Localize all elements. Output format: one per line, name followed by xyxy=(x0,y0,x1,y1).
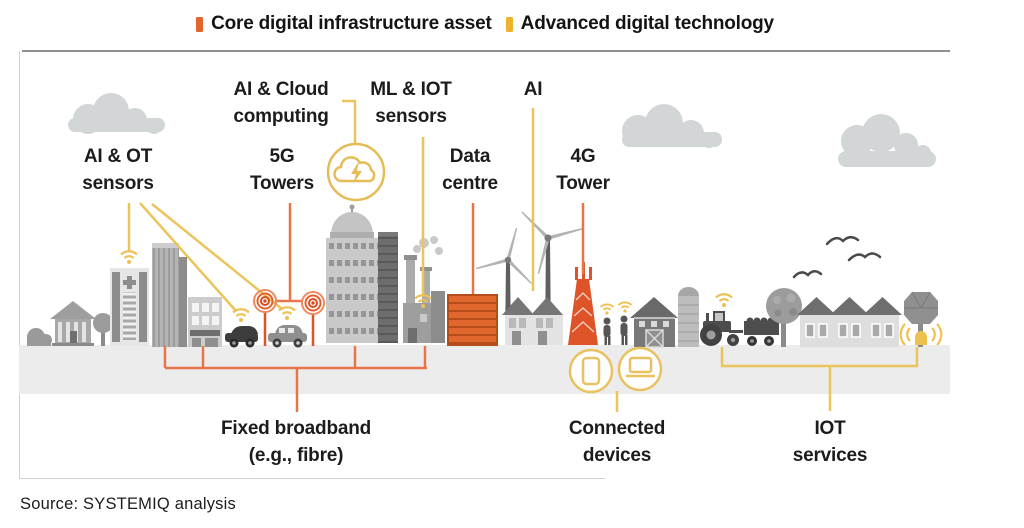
advanced-tech-swatch xyxy=(505,16,513,32)
legend-core-label: Core digital infrastructure asset xyxy=(211,13,492,34)
orange-connector-lines xyxy=(163,203,585,412)
legend-item-core: Core digital infrastructure asset xyxy=(196,13,492,35)
tractor xyxy=(700,311,743,346)
warehouse-building xyxy=(502,297,563,345)
trailer xyxy=(744,317,779,346)
label-data-centre: Data centre xyxy=(442,146,498,194)
capitol-building xyxy=(326,204,378,343)
label-4g-tower: 4G Tower xyxy=(556,146,610,194)
hospital-building xyxy=(110,268,149,346)
label-5g-towers: 5G Towers xyxy=(250,146,314,194)
car xyxy=(268,325,307,348)
wind-turbine xyxy=(475,227,532,345)
tree xyxy=(93,313,113,346)
label-connected-devices: Connected devices xyxy=(568,418,666,466)
legend-item-advanced: Advanced digital technology xyxy=(505,13,774,35)
birds xyxy=(792,236,882,279)
apartment-building xyxy=(188,297,222,347)
5g-tower-masts xyxy=(263,312,315,346)
skyscraper-building xyxy=(152,243,187,347)
label-ai-ot-sensors: AI & OT sensors xyxy=(82,146,154,194)
data-centre-building xyxy=(447,294,498,346)
person xyxy=(620,315,628,345)
core-asset-swatch xyxy=(196,16,204,32)
5g-rings-icon xyxy=(253,289,277,313)
legend-advanced-label: Advanced digital technology xyxy=(520,13,774,34)
wifi-icon xyxy=(414,294,432,308)
cloud xyxy=(622,104,722,148)
cloud-computing-icon xyxy=(326,142,386,202)
silo xyxy=(678,287,699,347)
house xyxy=(797,297,836,347)
wifi-icon xyxy=(232,308,250,322)
label-ai: AI xyxy=(523,79,543,100)
tree xyxy=(766,288,802,347)
header-divider xyxy=(22,50,950,52)
wifi-icon xyxy=(120,250,138,264)
source-note: Source: SYSTEMIQ analysis xyxy=(20,495,236,513)
legend: Core digital infrastructure asset Advanc… xyxy=(0,13,970,35)
wifi-icon xyxy=(715,293,733,307)
label-iot-services: IOT services xyxy=(792,418,868,466)
iot-sensor-icon xyxy=(899,323,943,346)
label-ai-cloud-computing: AI & Cloud computing xyxy=(233,79,329,127)
office-building xyxy=(378,232,398,343)
ground xyxy=(19,345,950,394)
house xyxy=(830,297,869,347)
wifi-icon xyxy=(278,306,296,320)
label-fixed-broadband: Fixed broadband (e.g., fibre) xyxy=(220,418,372,466)
bush xyxy=(27,328,52,346)
person xyxy=(603,317,611,345)
house xyxy=(863,297,902,347)
laptop-icon xyxy=(617,346,663,392)
phone-icon xyxy=(568,348,614,394)
classical-building xyxy=(50,301,96,346)
4g-tower xyxy=(568,262,598,345)
label-ml-iot-sensors: ML & IOT sensors xyxy=(370,79,452,127)
wifi-icon xyxy=(617,301,633,313)
wifi-icon xyxy=(599,303,615,315)
factory xyxy=(403,236,445,343)
5g-rings-icon xyxy=(301,291,325,315)
cloud xyxy=(68,93,165,134)
figure-frame-bottom xyxy=(19,478,605,479)
cloud xyxy=(838,114,936,167)
car xyxy=(225,326,258,348)
barn xyxy=(630,297,678,348)
figure-frame-left xyxy=(19,51,20,478)
